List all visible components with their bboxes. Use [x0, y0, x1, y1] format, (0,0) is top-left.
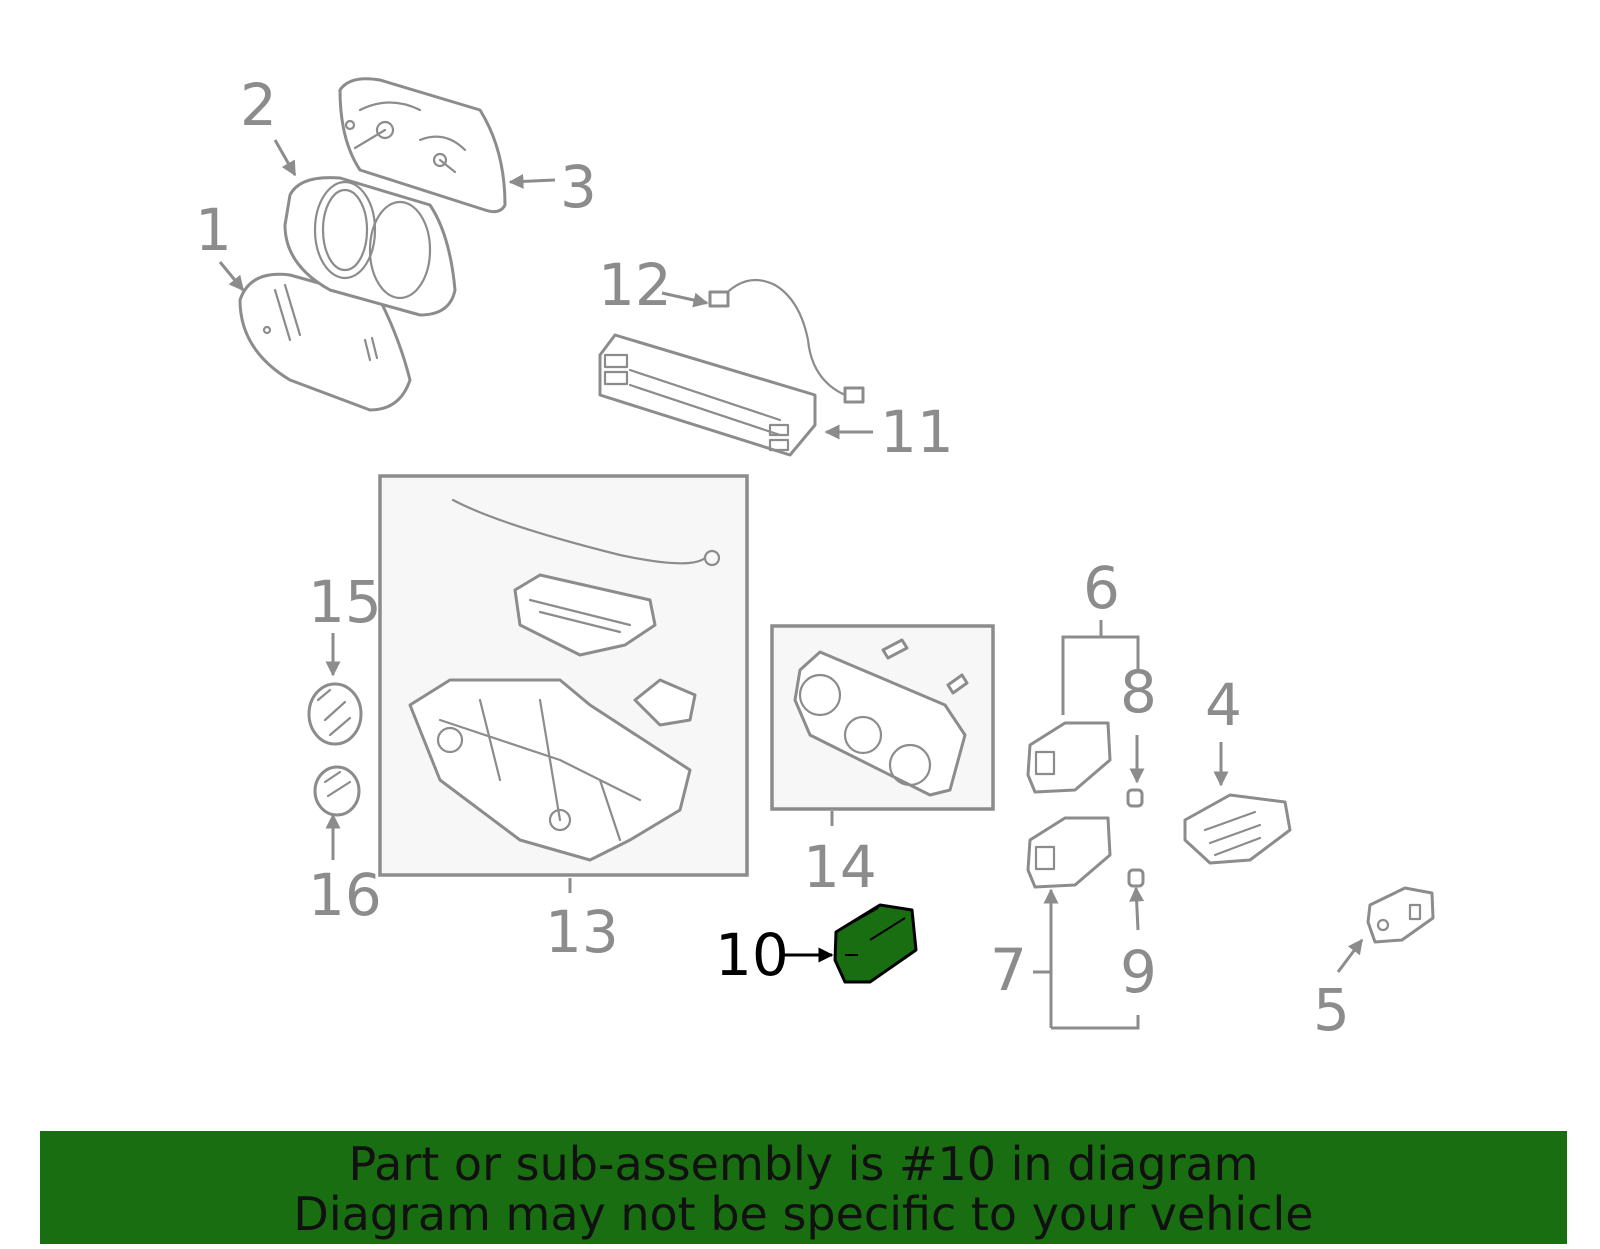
callout-2: 2 — [240, 71, 277, 139]
part-13-control-assembly — [408, 498, 721, 862]
footer-line-2: Diagram may not be specific to your vehi… — [293, 1187, 1314, 1241]
part-11-display-unit — [598, 333, 817, 457]
callout-14: 14 — [803, 833, 877, 901]
callout-16: 16 — [308, 861, 382, 929]
part-15-knob — [307, 682, 363, 746]
callout-4: 4 — [1205, 671, 1242, 739]
part-7-switch — [1026, 816, 1112, 889]
part-5-switch — [1366, 886, 1435, 944]
callout-labels: 1 2 3 4 5 6 7 8 9 10 11 12 13 14 15 16 — [195, 71, 1350, 1044]
part-3-instrument-cluster — [338, 77, 507, 214]
part-10-body[interactable] — [833, 903, 918, 984]
callout-10[interactable]: 10 — [715, 921, 789, 989]
part-2-cluster-bezel — [283, 176, 457, 317]
callout-15: 15 — [308, 568, 382, 636]
part-14-control-panel — [793, 638, 969, 797]
callout-5: 5 — [1313, 976, 1350, 1044]
footer-banner: Part or sub-assembly is #10 in diagram D… — [40, 1131, 1567, 1244]
callout-8: 8 — [1120, 658, 1157, 726]
callout-11: 11 — [880, 398, 954, 466]
callout-13: 13 — [545, 898, 619, 966]
part-8-bulb — [1126, 788, 1144, 808]
callout-12: 12 — [598, 251, 672, 319]
part-1-cluster-lens — [238, 272, 412, 412]
leader-lines — [218, 139, 1364, 1030]
callout-3: 3 — [560, 153, 597, 221]
part-10-switch-highlighted[interactable] — [833, 903, 918, 984]
part-4-switch — [1183, 793, 1292, 865]
part-9-bulb — [1127, 868, 1145, 888]
callout-6: 6 — [1083, 554, 1120, 622]
callout-1: 1 — [195, 196, 232, 264]
callout-9: 9 — [1120, 938, 1157, 1006]
part-16-knob — [313, 765, 361, 817]
callout-7: 7 — [990, 936, 1027, 1004]
footer-line-1: Part or sub-assembly is #10 in diagram — [348, 1137, 1259, 1191]
part-12-wire-harness — [708, 278, 865, 404]
part-6-switch — [1026, 721, 1112, 794]
